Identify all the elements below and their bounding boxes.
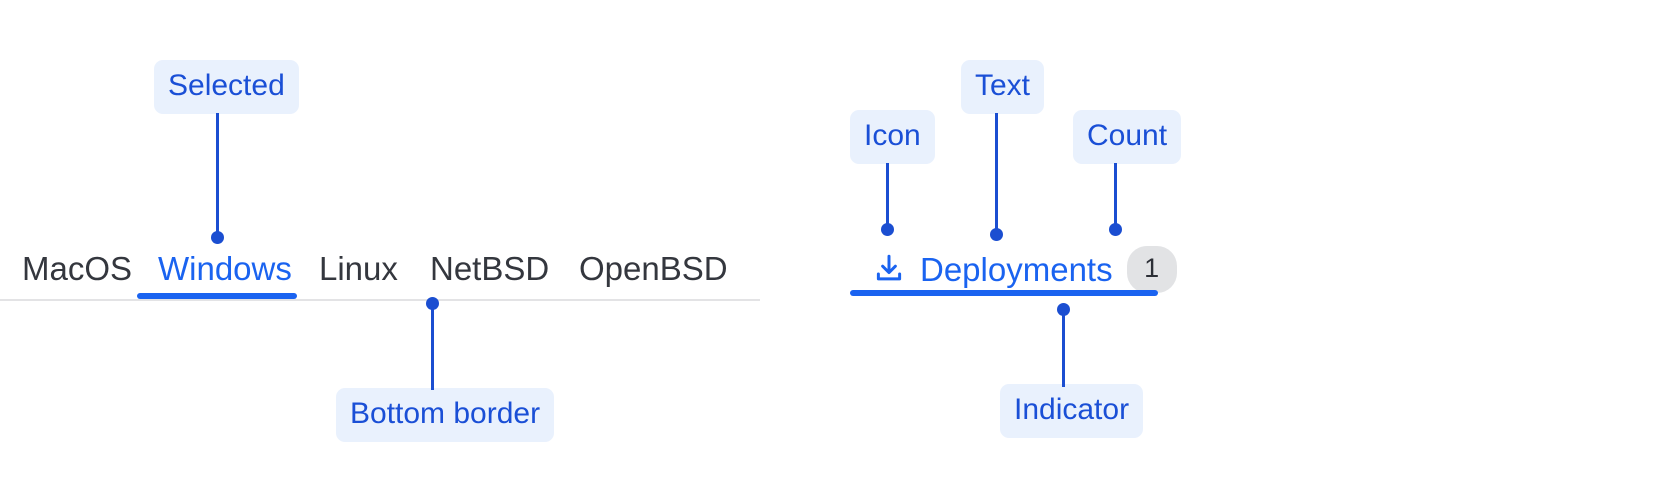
annotation-indicator-leader [1062, 307, 1065, 387]
annotation-icon-label: Icon [850, 110, 935, 164]
annotation-text-dot [990, 228, 1003, 241]
left-tab-bar: MacOS Windows Linux NetBSD OpenBSD [0, 243, 760, 301]
annotation-selected-leader [216, 113, 219, 238]
right-tab-label: Deployments [920, 250, 1113, 288]
right-tab-content: Deployments 1 [850, 243, 1177, 295]
right-tab-deployments[interactable]: Deployments 1 [850, 243, 1177, 295]
annotation-text-leader [995, 113, 998, 235]
tab-windows[interactable]: Windows [158, 250, 292, 287]
tab-macos[interactable]: MacOS [22, 250, 133, 287]
annotation-count-leader [1114, 163, 1117, 231]
annotation-bottom-border-leader [431, 308, 434, 390]
active-tab-underline [137, 293, 297, 299]
annotation-indicator-dot [1057, 303, 1070, 316]
annotation-indicator-label: Indicator [1000, 384, 1144, 438]
annotation-selected-dot [211, 231, 224, 244]
right-tab-indicator [850, 290, 1158, 296]
right-tab-count-badge: 1 [1126, 245, 1177, 293]
annotation-selected-label: Selected [154, 60, 299, 114]
tab-openbsd[interactable]: OpenBSD [579, 250, 728, 287]
annotation-bottom-border-dot [426, 297, 439, 310]
annotation-bottom-border-label: Bottom border [336, 388, 555, 442]
tab-linux[interactable]: Linux [319, 250, 398, 287]
tab-netbsd[interactable]: NetBSD [430, 250, 550, 287]
annotation-count-label: Count [1073, 110, 1182, 164]
annotation-icon-dot [881, 223, 894, 236]
annotation-text-label: Text [961, 60, 1045, 114]
annotation-count-dot [1109, 223, 1122, 236]
annotation-icon-leader [886, 163, 889, 231]
download-icon [876, 254, 902, 281]
